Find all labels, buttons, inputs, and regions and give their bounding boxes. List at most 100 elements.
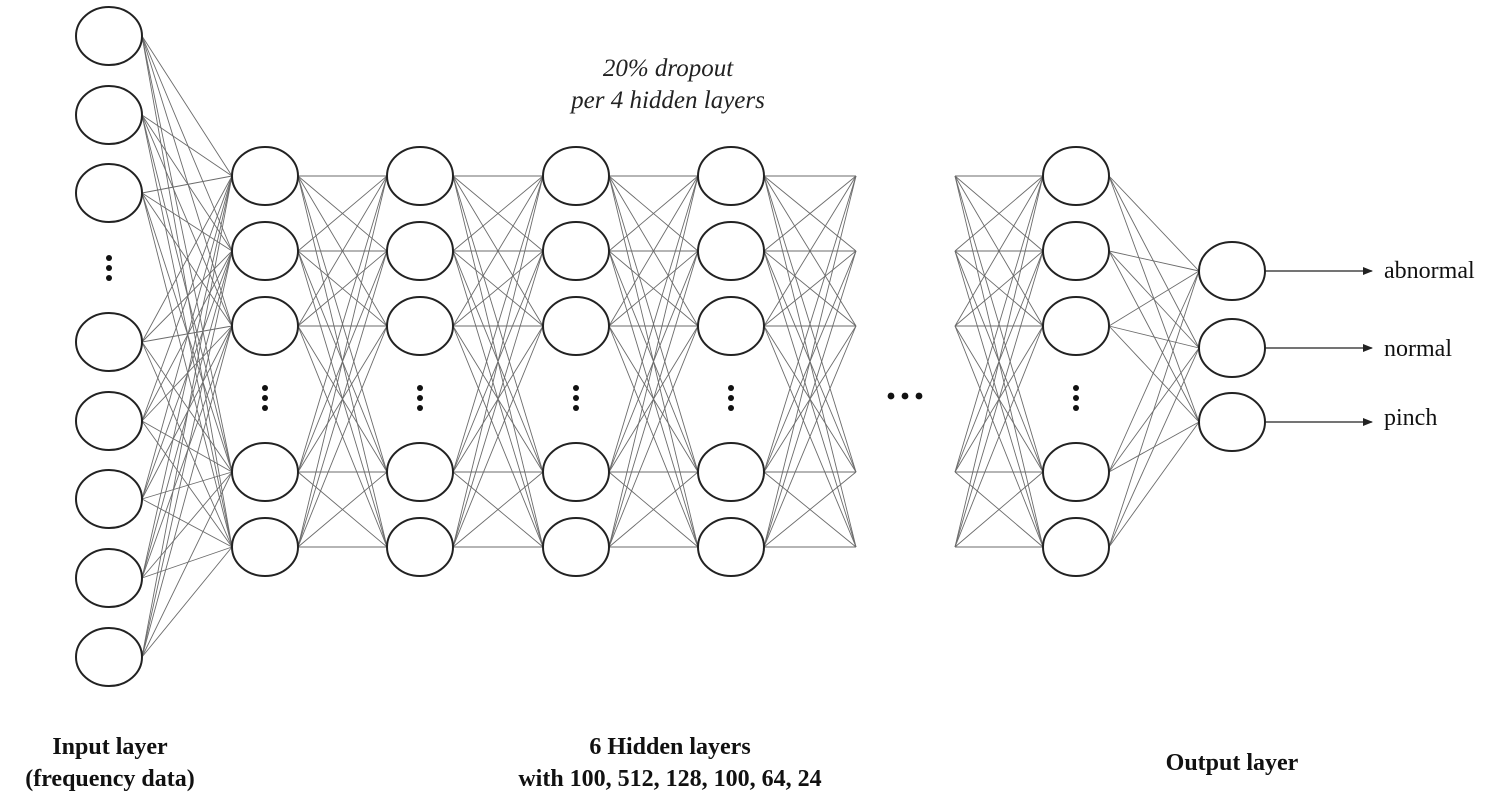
connection bbox=[141, 114, 233, 177]
hidden-neuron bbox=[1042, 296, 1110, 356]
connection bbox=[763, 471, 857, 548]
ellipsis-dot bbox=[915, 392, 923, 400]
connection bbox=[763, 175, 857, 252]
connection bbox=[1108, 250, 1200, 272]
connection bbox=[141, 35, 233, 252]
connection bbox=[141, 546, 233, 579]
ellipsis-dot bbox=[1073, 405, 1079, 411]
hidden-neuron bbox=[386, 221, 454, 281]
ellipsis-dot bbox=[106, 275, 112, 281]
connection bbox=[954, 175, 1044, 252]
connection bbox=[141, 35, 233, 473]
hidden-layers-sizes: with 100, 512, 128, 100, 64, 24 bbox=[518, 766, 821, 792]
connection bbox=[141, 341, 233, 473]
hidden-neuron bbox=[697, 296, 765, 356]
neurons bbox=[75, 6, 1266, 687]
hidden-neuron bbox=[386, 296, 454, 356]
connection bbox=[608, 175, 699, 252]
connection bbox=[297, 250, 388, 327]
connection bbox=[1108, 250, 1200, 423]
output-neuron bbox=[1198, 241, 1266, 301]
connection bbox=[608, 175, 699, 548]
connection bbox=[954, 175, 1044, 327]
hidden-neuron bbox=[386, 517, 454, 577]
ellipsis-dot bbox=[417, 385, 423, 391]
hidden-neuron bbox=[697, 146, 765, 206]
ellipsis-marks bbox=[106, 255, 1079, 411]
input-neuron bbox=[75, 312, 143, 372]
hidden-neuron bbox=[1042, 221, 1110, 281]
hidden-neuron bbox=[386, 146, 454, 206]
connection bbox=[763, 325, 857, 548]
ellipsis-dot bbox=[728, 395, 734, 401]
output-neuron bbox=[1198, 318, 1266, 378]
connection bbox=[452, 175, 544, 548]
connection bbox=[452, 325, 544, 548]
connection bbox=[141, 175, 233, 422]
connection bbox=[1108, 175, 1200, 272]
dropout-note-line1: 20% dropout bbox=[603, 55, 734, 82]
connection bbox=[297, 175, 388, 327]
connection bbox=[141, 192, 233, 548]
connection bbox=[141, 114, 233, 473]
connection bbox=[297, 175, 388, 548]
input-neuron bbox=[75, 548, 143, 608]
ellipsis-dot bbox=[573, 395, 579, 401]
connection bbox=[452, 471, 544, 548]
connection bbox=[141, 35, 233, 177]
hidden-layers-label: 6 Hidden layers bbox=[589, 734, 750, 760]
input-neuron bbox=[75, 163, 143, 223]
connection bbox=[141, 471, 233, 658]
connection bbox=[141, 175, 233, 343]
connection bbox=[141, 471, 233, 579]
connection bbox=[1108, 175, 1200, 349]
hidden-neuron bbox=[1042, 517, 1110, 577]
connection bbox=[452, 250, 544, 327]
hidden-neuron bbox=[231, 442, 299, 502]
connection bbox=[452, 175, 544, 473]
hidden-neuron bbox=[231, 296, 299, 356]
connection bbox=[608, 471, 699, 548]
connection bbox=[1108, 421, 1200, 548]
input-neuron bbox=[75, 627, 143, 687]
ellipsis-dot bbox=[106, 255, 112, 261]
output-arrows bbox=[1265, 267, 1373, 426]
connection bbox=[1108, 270, 1200, 473]
connection bbox=[1108, 250, 1200, 349]
input-neuron bbox=[75, 85, 143, 145]
connection bbox=[1108, 325, 1200, 349]
connection bbox=[954, 175, 1044, 548]
hidden-neuron bbox=[231, 146, 299, 206]
hidden-neuron bbox=[542, 221, 610, 281]
connection bbox=[141, 114, 233, 548]
ellipsis-dot bbox=[262, 405, 268, 411]
output-label-abnormal: abnormal bbox=[1384, 258, 1475, 284]
connection bbox=[297, 471, 388, 548]
connection bbox=[141, 546, 233, 658]
hidden-neuron bbox=[542, 296, 610, 356]
input-layer-label: Input layer bbox=[52, 734, 168, 760]
ellipsis-dot bbox=[887, 392, 895, 400]
connection bbox=[141, 471, 233, 500]
connection bbox=[452, 175, 544, 327]
connection bbox=[608, 175, 699, 473]
connection bbox=[608, 175, 699, 327]
connection bbox=[141, 420, 233, 473]
connection bbox=[141, 114, 233, 327]
ellipsis-dot bbox=[573, 405, 579, 411]
connection bbox=[141, 175, 233, 658]
ellipsis-dot bbox=[262, 395, 268, 401]
connection bbox=[141, 175, 233, 579]
hidden-neuron bbox=[542, 517, 610, 577]
ellipsis-dot bbox=[262, 385, 268, 391]
dropout-note-line2: per 4 hidden layers bbox=[569, 87, 765, 114]
hidden-neuron bbox=[1042, 146, 1110, 206]
connection bbox=[141, 35, 233, 327]
connection bbox=[297, 175, 388, 252]
connection bbox=[141, 175, 233, 500]
connection bbox=[141, 498, 233, 548]
connection bbox=[608, 250, 699, 327]
connection bbox=[1108, 270, 1200, 327]
connection bbox=[141, 325, 233, 658]
ellipsis-dot bbox=[1073, 395, 1079, 401]
